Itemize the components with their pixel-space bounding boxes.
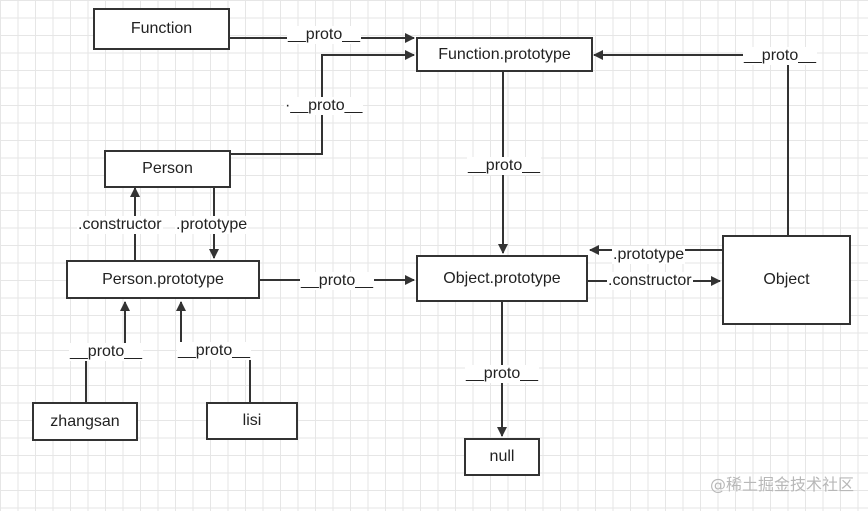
node-object-prototype: Object.prototype bbox=[416, 255, 588, 302]
label-person-constructor: .constructor bbox=[77, 216, 163, 234]
label-person-prototype: .prototype bbox=[175, 216, 249, 234]
label-object-proto-to-fn: __proto__ bbox=[743, 47, 818, 65]
label-fn-proto-to-obj-proto: __proto__ bbox=[467, 157, 542, 175]
label-zhangsan-proto: __proto__ bbox=[69, 343, 144, 361]
edge-object-to-function-prototype bbox=[593, 50, 789, 235]
label-object-constructor: .constructor bbox=[607, 272, 693, 290]
node-function-prototype: Function.prototype bbox=[416, 37, 593, 72]
node-object: Object bbox=[722, 235, 851, 325]
label-person-proto-to-obj-proto: __proto__ bbox=[300, 272, 375, 290]
label-function-proto: __proto__ bbox=[287, 26, 362, 44]
node-person-prototype: Person.prototype bbox=[66, 260, 260, 299]
node-null: null bbox=[464, 438, 540, 476]
label-obj-proto-to-null: __proto__ bbox=[465, 365, 540, 383]
node-lisi: lisi bbox=[206, 402, 298, 440]
node-person: Person bbox=[104, 150, 231, 188]
node-zhangsan: zhangsan bbox=[32, 402, 138, 441]
label-object-prototype: .prototype bbox=[612, 246, 686, 264]
label-lisi-proto: __proto__ bbox=[177, 342, 252, 360]
node-function: Function bbox=[93, 8, 230, 50]
watermark: @稀土掘金技术社区 bbox=[709, 475, 854, 494]
label-person-proto-to-fn: ·__proto__ bbox=[284, 97, 364, 115]
